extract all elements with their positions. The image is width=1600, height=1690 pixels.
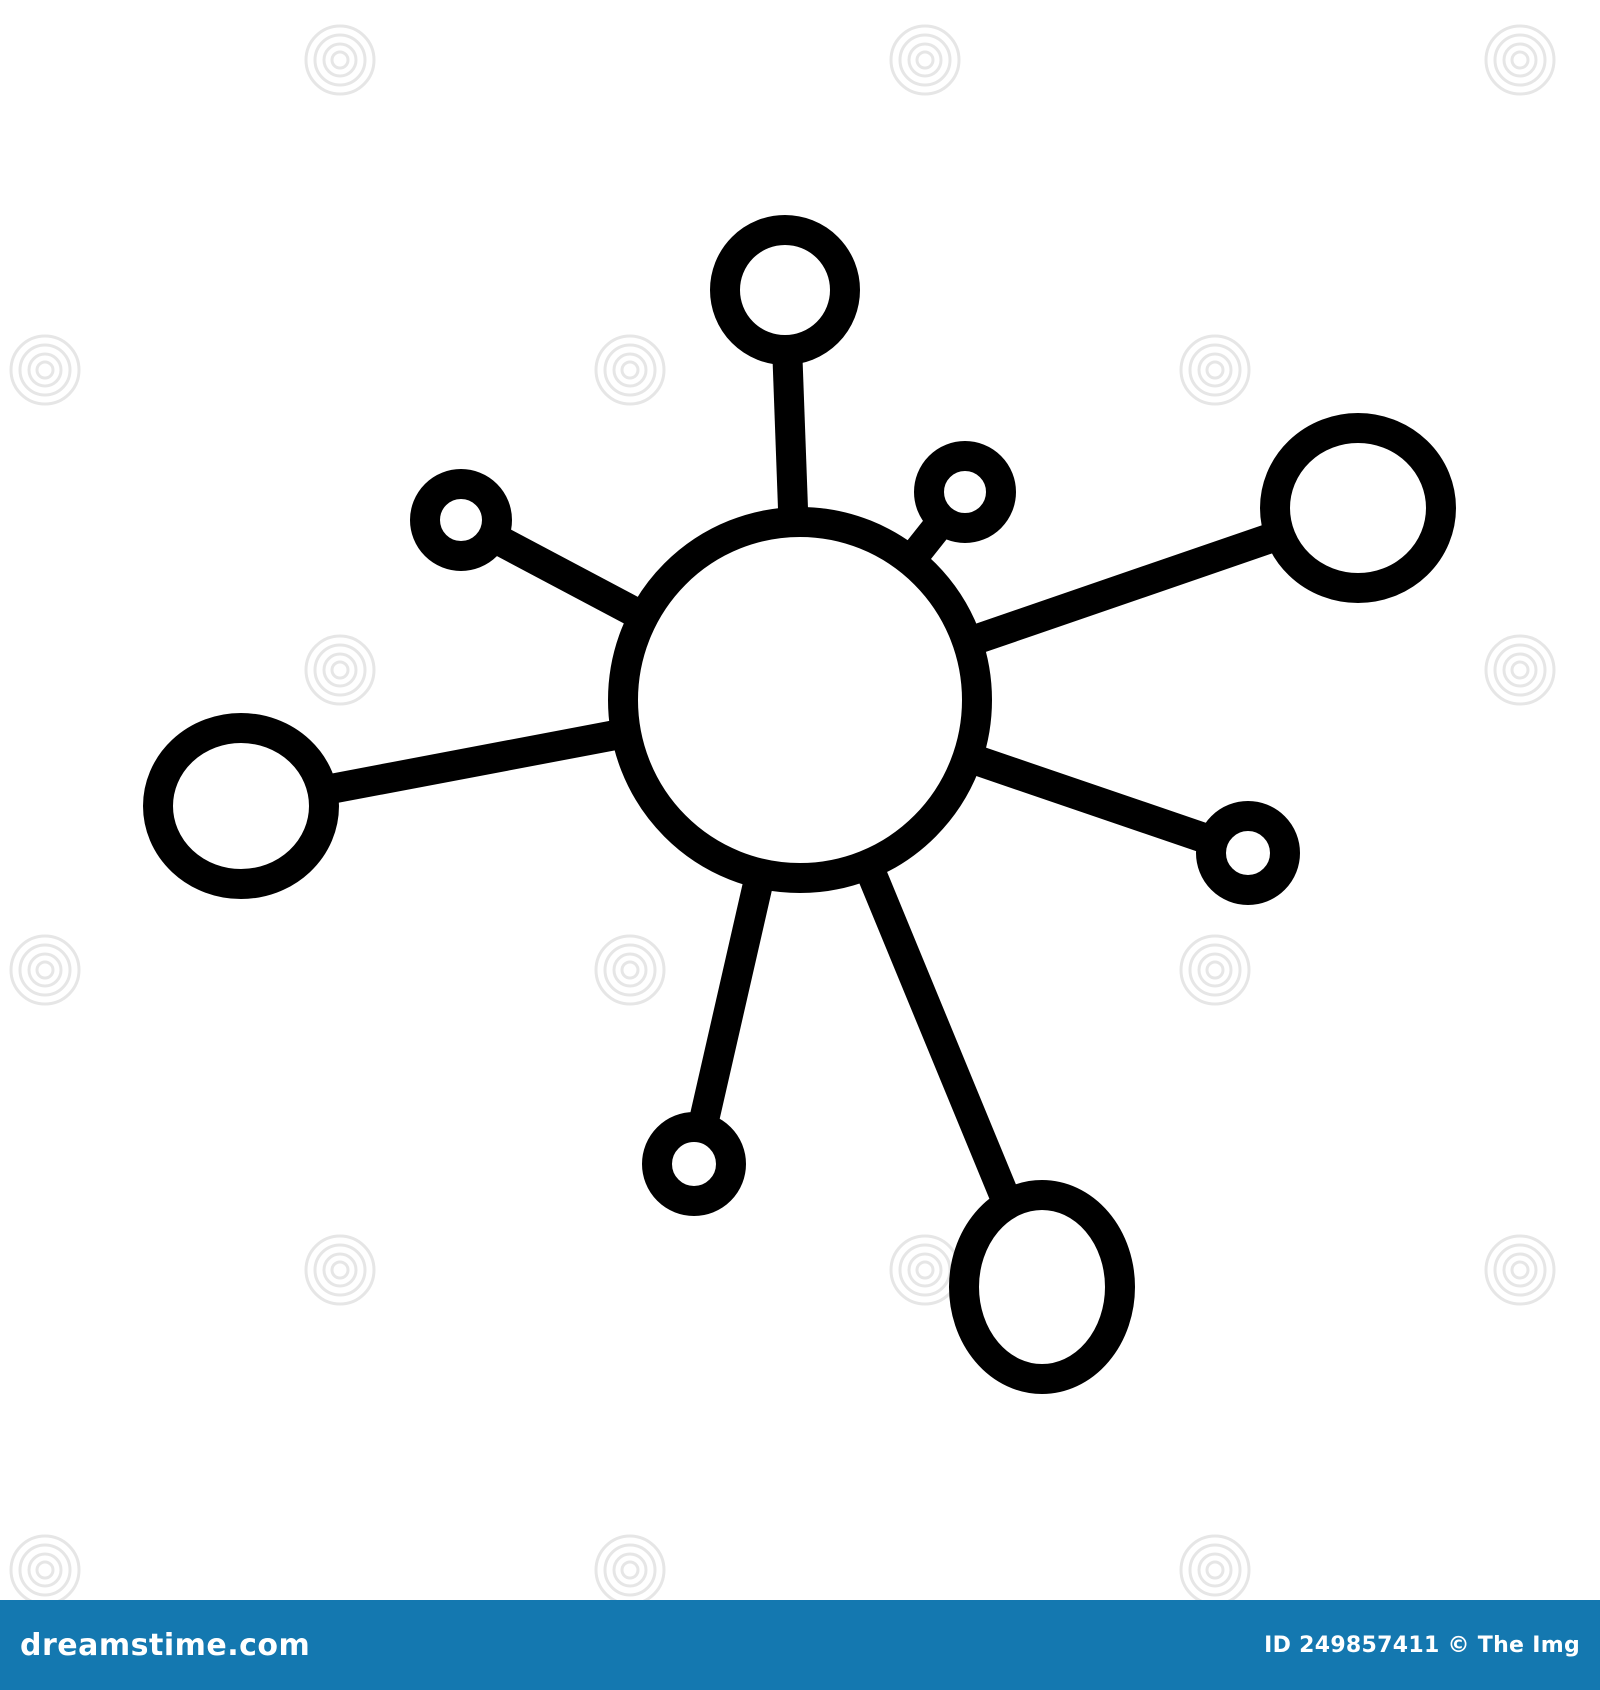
node-left-large: [143, 713, 339, 899]
connector-line: [319, 718, 629, 806]
swirl-watermark-icon: [594, 934, 666, 1006]
swirl-watermark-icon: [889, 24, 961, 96]
image-credit: ID 249857411 © The Img: [1264, 1632, 1580, 1658]
connector-line: [687, 870, 775, 1132]
node-top: [710, 215, 860, 365]
hub-circle: [608, 507, 992, 893]
swirl-watermark-icon: [9, 1534, 81, 1600]
node-bottom-large: [949, 1180, 1135, 1394]
swirl-watermark-icon: [1484, 1234, 1556, 1306]
swirl-watermark-icon: [9, 334, 81, 406]
connector-line: [962, 520, 1285, 657]
swirl-watermark-icon: [889, 1234, 961, 1306]
node-right-small: [1196, 801, 1300, 905]
node-upper-left-small: [410, 469, 512, 571]
swirl-watermark-icon: [9, 934, 81, 1006]
swirl-watermark-icon: [304, 24, 376, 96]
network-hub-icon: [9, 24, 1556, 1600]
node-bottom-small: [642, 1112, 746, 1216]
illustration-canvas: [9, 24, 1556, 1600]
swirl-watermark-icon: [594, 1534, 666, 1600]
connector-line: [853, 858, 1022, 1210]
swirl-watermark-icon: [1484, 24, 1556, 96]
node-upper-right-small: [914, 441, 1016, 543]
connector-line: [485, 523, 651, 631]
swirl-watermark-icon: [1179, 1534, 1251, 1600]
brand-logo-text: dreamstime.com: [20, 1627, 311, 1663]
node-right-large: [1260, 413, 1456, 603]
footer-bar: dreamstime.com ID 249857411 © The Img: [0, 1600, 1600, 1690]
swirl-watermark-icon: [304, 634, 376, 706]
swirl-watermark-icon: [1179, 334, 1251, 406]
swirl-watermark-icon: [1179, 934, 1251, 1006]
connector-line: [772, 349, 809, 523]
swirl-watermark-icon: [1484, 634, 1556, 706]
swirl-watermark-icon: [304, 1234, 376, 1306]
connector-line: [962, 743, 1218, 856]
swirl-watermark-icon: [594, 334, 666, 406]
